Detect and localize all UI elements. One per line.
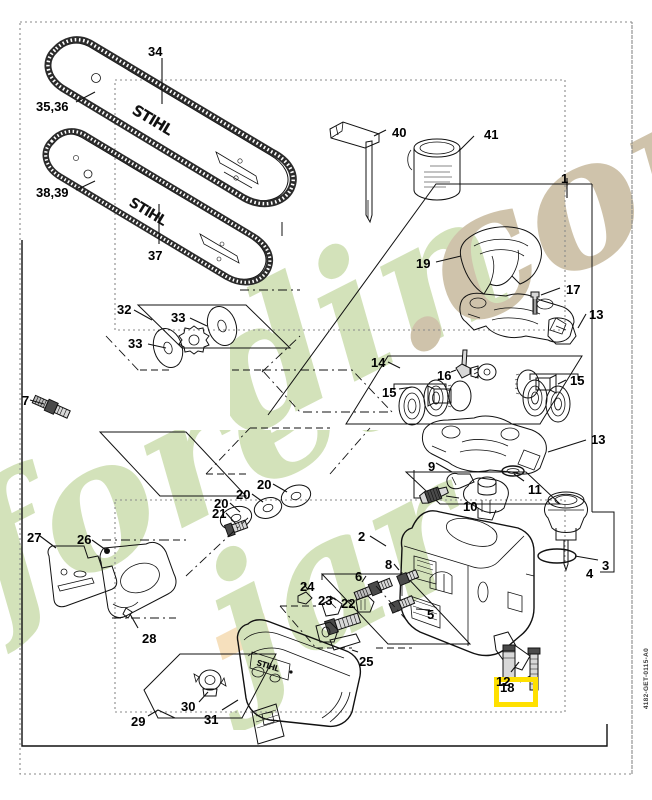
oil-pump-group-art <box>404 465 562 521</box>
callout-4: 4 <box>586 566 594 581</box>
callout-18: 18 <box>500 680 515 695</box>
chain-tensioner-art <box>279 583 412 653</box>
stud-5-art <box>388 595 416 614</box>
stud-7-art <box>31 394 71 419</box>
highlight-box-part-18 <box>494 677 538 707</box>
callout-7: 7 <box>22 393 30 408</box>
callout-29: 29 <box>131 714 146 729</box>
washers-art <box>219 484 312 538</box>
guide-bar-long-art: STIHL <box>50 42 289 202</box>
bracket-13-upper-art <box>547 317 577 345</box>
drawing-code: 4182-GET-0115-A0 <box>643 648 650 710</box>
callout-2: 2 <box>358 529 366 544</box>
callout-3: 3 <box>602 558 610 573</box>
callout-40: 40 <box>392 125 407 140</box>
callout-30: 30 <box>181 699 196 714</box>
stud-6-art <box>353 577 393 601</box>
cover-group-art: STIHL <box>143 619 362 745</box>
callout-20: 20 <box>257 477 272 492</box>
callout-5: 5 <box>427 607 435 622</box>
chain-catcher-27-art <box>47 545 118 608</box>
gear-set-art <box>345 349 583 426</box>
combination-wrench-art <box>329 121 380 224</box>
callout-33: 33 <box>128 336 143 351</box>
callout-14: 14 <box>371 355 386 370</box>
callout-32: 32 <box>117 302 132 317</box>
callout-37: 37 <box>148 248 163 263</box>
callout-33: 33 <box>171 310 186 325</box>
callout-26: 26 <box>77 532 92 547</box>
sprocket-cover-26-art <box>99 541 177 619</box>
callout-41: 41 <box>484 127 499 142</box>
svg-text:STIHL: STIHL <box>255 658 280 673</box>
callout-25: 25 <box>359 654 374 669</box>
saw-chain-long-art <box>44 36 297 208</box>
nut-8-art <box>396 569 420 587</box>
callout-28: 28 <box>142 631 157 646</box>
callout-9: 9 <box>428 459 436 474</box>
callout-10: 10 <box>463 499 478 514</box>
screw-17-art <box>530 291 540 315</box>
callout-13: 13 <box>591 432 606 447</box>
saw-chain-short-art <box>42 128 274 286</box>
tank-housing-art <box>320 510 535 671</box>
callout-24: 24 <box>300 579 315 594</box>
svg-text:STIHL: STIHL <box>126 195 170 230</box>
callout-27: 27 <box>27 530 42 545</box>
gear-housing-lower-art <box>421 415 547 475</box>
callout-22: 22 <box>341 596 356 611</box>
callout-35-36: 35,36 <box>36 99 69 114</box>
callout-17: 17 <box>566 282 581 297</box>
callout-8: 8 <box>385 557 393 572</box>
callout-1: 1 <box>561 171 569 186</box>
callout-15: 15 <box>570 373 585 388</box>
callout-19: 19 <box>416 256 431 271</box>
callout-20: 20 <box>236 487 251 502</box>
callout-20: 20 <box>214 496 229 511</box>
callout-21: 21 <box>212 506 227 521</box>
sprocket-kit-art <box>105 304 301 373</box>
callout-34: 34 <box>148 44 163 59</box>
callout-15: 15 <box>382 385 397 400</box>
tank-cap-art <box>537 491 615 573</box>
callout-23: 23 <box>318 593 333 608</box>
callout-13: 13 <box>589 307 604 322</box>
callout-16: 16 <box>437 368 452 383</box>
grease-tube-art <box>407 138 461 201</box>
callout-38-39: 38,39 <box>36 185 69 200</box>
callout-6: 6 <box>355 569 363 584</box>
callout-12: 12 <box>496 674 511 689</box>
oil-pump-body <box>446 473 509 521</box>
callout-31: 31 <box>204 712 219 727</box>
collar-screw-21-art <box>223 519 249 538</box>
hand-guard-art <box>459 226 542 295</box>
callout-11: 11 <box>528 482 542 497</box>
